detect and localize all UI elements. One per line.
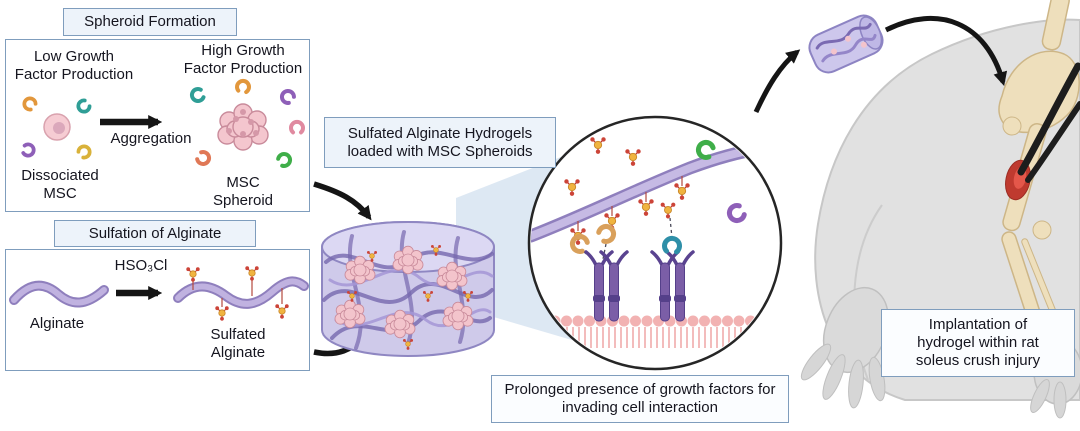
- alginate-strand-inset: [531, 139, 779, 243]
- zoom-circle-inset: [527, 115, 783, 371]
- hydrogel-cylinder-icon: [321, 221, 495, 357]
- cell-membrane: [531, 315, 779, 348]
- spheroid-formation-title: Spheroid Formation: [63, 8, 237, 36]
- hydrogel-label-box: Sulfated Alginate Hydrogels loaded with …: [324, 117, 556, 168]
- alginate-to-hydrogel-arrow: [313, 334, 369, 357]
- implant-to-rat-arrow: [884, 15, 1008, 87]
- growth-factors-inset: [570, 140, 746, 253]
- sulfated-alginate-label: Sulfated Alginate: [210, 326, 266, 361]
- low-growth-factor-label: Low Growth Factor Production: [14, 48, 134, 83]
- reagent-label: HSO₃Cl: [114, 257, 168, 274]
- spheroid-to-hydrogel-arrow: [313, 181, 372, 221]
- dissociated-msc-label: Dissociated MSC: [21, 167, 99, 202]
- binding-dashed-lines: [583, 217, 673, 261]
- sulfation-title: Sulfation of Alginate: [54, 220, 256, 247]
- inset-caption-box: Prolonged presence of growth factors for…: [491, 375, 789, 423]
- alginate-label: Alginate: [29, 315, 85, 332]
- crush-injury: [1005, 159, 1031, 201]
- aggregation-label: Aggregation: [110, 130, 192, 147]
- hydrogel-implant-icon: [808, 14, 884, 74]
- inset-to-implant-arrow: [753, 49, 801, 114]
- high-growth-factor-label: High Growth Factor Production: [183, 42, 303, 77]
- tweezers-icon: [1017, 62, 1080, 183]
- implant-caption-box: Implantation of hydrogel within rat sole…: [881, 309, 1075, 377]
- msc-spheroid-label: MSC Spheroid: [212, 174, 274, 209]
- sulfate-groups-inset: [563, 136, 691, 246]
- receptors: [584, 238, 695, 323]
